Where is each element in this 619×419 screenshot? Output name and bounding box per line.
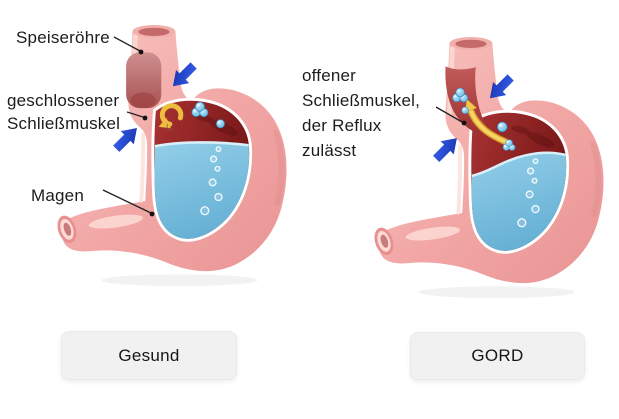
closed-sphincter-loop-icon xyxy=(158,103,184,131)
gord-stomach-illustration xyxy=(374,37,609,301)
acid-bubble-icon xyxy=(496,121,508,133)
healthy-caption-button[interactable]: Gesund xyxy=(61,331,237,380)
label-stomach: Magen xyxy=(31,186,84,205)
label-open-sphincter: offener Schließmuskel, der Reflux zuläss… xyxy=(302,66,421,160)
label-esophagus: Speiseröhre xyxy=(16,28,110,47)
acid-bubble-icon xyxy=(215,119,226,129)
healthy-stomach-illustration xyxy=(57,25,292,289)
gord-caption-button[interactable]: GORD xyxy=(410,332,585,380)
label-closed-sphincter: geschlossener Schließmuskel xyxy=(7,91,121,133)
esophagus-lumen-closed xyxy=(126,52,162,109)
acid-bubble-icon xyxy=(461,106,469,115)
